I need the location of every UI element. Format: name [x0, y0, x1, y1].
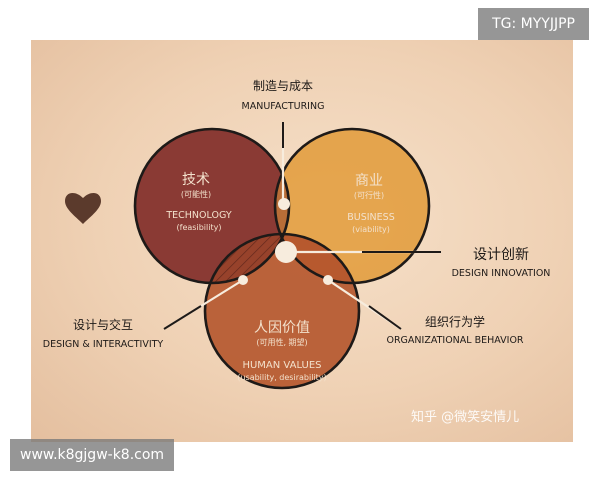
technology-sub-zh: (可能性): [181, 189, 211, 199]
business-outline: [273, 127, 431, 285]
tech-human-hatch: [205, 234, 289, 283]
design-innovation-label-zh: 设计创新: [473, 247, 529, 263]
telegram-watermark: TG: MYYJJPP: [478, 8, 589, 40]
organizational-label-en: ORGANIZATIONAL BEHAVIOR: [386, 335, 523, 346]
callout-dots: [238, 198, 333, 285]
business-sub-en: (viability): [352, 225, 390, 234]
design-innovation-label-en: DESIGN INNOVATION: [452, 268, 551, 279]
technology-label-en: TECHNOLOGY: [165, 210, 231, 221]
human-label-zh: 人因价值: [254, 320, 310, 336]
business-label-zh: 商业: [355, 173, 383, 189]
heart-icon: [65, 192, 101, 224]
callout-lines-dark: [163, 122, 441, 330]
business-label-en: BUSINESS: [347, 212, 394, 223]
human-sub-zh: (可用性, 期望): [256, 337, 307, 347]
venn-circles: [133, 127, 431, 390]
design-interactivity-label-en: DESIGN & INTERACTIVITY: [43, 339, 164, 350]
organizational-dot: [323, 275, 333, 285]
zhihu-watermark: 知乎 @微笑安情儿: [411, 409, 519, 425]
diagram-photo: 技术 (可能性) TECHNOLOGY (feasibility) 商业 (可行…: [31, 40, 573, 442]
innovation-dot: [275, 241, 297, 263]
manufacturing-dot: [278, 198, 290, 210]
interactivity-dot: [238, 275, 248, 285]
human-outline: [203, 232, 361, 390]
url-watermark: www.k8gjgw-k8.com: [10, 439, 175, 471]
business-sub-zh: (可行性): [354, 190, 384, 200]
human-label-en: HUMAN VALUES: [242, 360, 321, 371]
manufacturing-label-zh: 制造与成本: [253, 79, 313, 93]
design-interactivity-label-zh: 设计与交互: [73, 317, 133, 332]
organizational-label-zh: 组织行为学: [425, 314, 485, 329]
human-sub-en: (usability, desirability): [237, 373, 326, 382]
manufacturing-label-en: MANUFACTURING: [242, 101, 325, 112]
venn-diagram: 技术 (可能性) TECHNOLOGY (feasibility) 商业 (可行…: [43, 79, 551, 425]
technology-sub-en: (feasibility): [177, 223, 222, 232]
technology-label-zh: 技术: [182, 172, 210, 188]
business-human-overlap: [275, 234, 359, 283]
